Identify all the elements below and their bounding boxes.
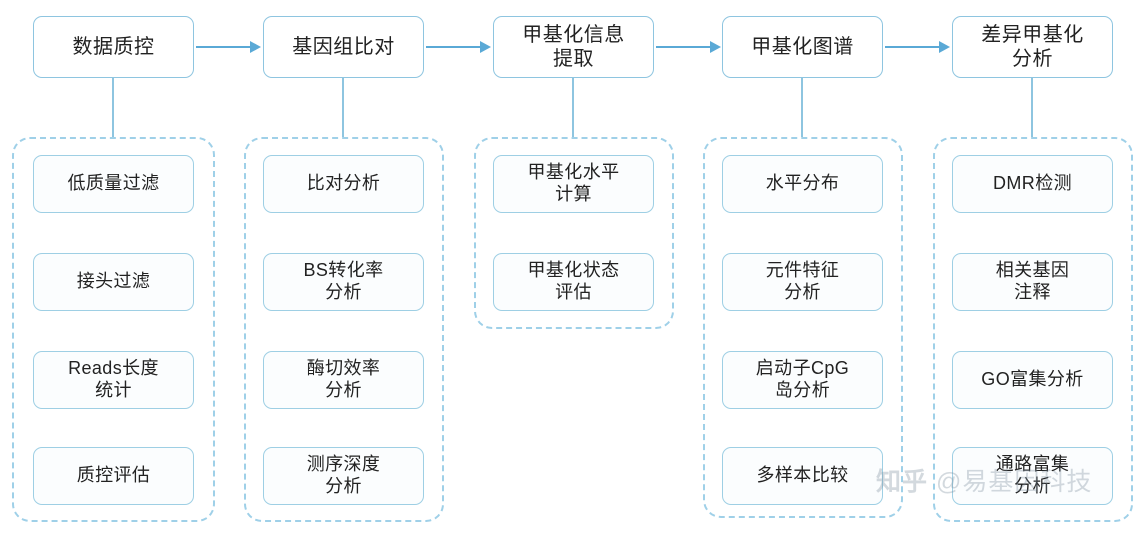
sub-item-1-2[interactable]: 接头过滤 [33,253,194,311]
arrow-stage-3-to-4 [656,41,721,53]
arrow-head [480,41,491,53]
sub-item-2-4[interactable]: 测序深度分析 [263,447,424,505]
sub-item-label: 酶切效率分析 [306,358,381,400]
stage-label: 差异甲基化分析 [981,23,1084,70]
connector-stage-4-to-group-4 [801,78,803,137]
stage-box-1[interactable]: 数据质控 [33,16,194,78]
group-container-5 [933,137,1133,522]
sub-item-1-4[interactable]: 质控评估 [33,447,194,505]
connector-stage-1-to-group-1 [112,78,114,137]
sub-item-label: 多样本比较 [756,465,849,486]
arrow-shaft [656,46,710,48]
sub-item-label: 元件特征分析 [765,260,840,302]
arrow-stage-4-to-5 [885,41,950,53]
stage-box-3[interactable]: 甲基化信息提取 [493,16,654,78]
sub-item-4-2[interactable]: 元件特征分析 [722,253,883,311]
stage-box-4[interactable]: 甲基化图谱 [722,16,883,78]
sub-item-label: GO富集分析 [981,369,1084,390]
sub-item-5-4[interactable]: 通路富集分析 [952,447,1113,505]
sub-item-label: 水平分布 [765,173,840,194]
sub-item-3-1[interactable]: 甲基化水平计算 [493,155,654,213]
arrow-stage-2-to-3 [426,41,491,53]
stage-box-2[interactable]: 基因组比对 [263,16,424,78]
sub-item-label: 接头过滤 [76,271,151,292]
sub-item-label: BS转化率分析 [303,260,384,302]
sub-item-label: DMR检测 [993,173,1072,194]
sub-item-4-1[interactable]: 水平分布 [722,155,883,213]
arrow-shaft [196,46,250,48]
stage-label: 基因组比对 [292,35,395,58]
connector-stage-3-to-group-3 [572,78,574,137]
sub-item-label: 相关基因注释 [995,260,1070,302]
sub-item-label: 甲基化状态评估 [527,260,620,302]
connector-stage-2-to-group-2 [342,78,344,137]
stage-box-5[interactable]: 差异甲基化分析 [952,16,1113,78]
arrow-shaft [426,46,480,48]
sub-item-label: Reads长度统计 [68,358,159,400]
sub-item-5-1[interactable]: DMR检测 [952,155,1113,213]
sub-item-5-3[interactable]: GO富集分析 [952,351,1113,409]
connector-stage-5-to-group-5 [1031,78,1033,137]
sub-item-label: 测序深度分析 [306,454,381,496]
sub-item-2-3[interactable]: 酶切效率分析 [263,351,424,409]
sub-item-5-2[interactable]: 相关基因注释 [952,253,1113,311]
stage-label: 数据质控 [72,35,155,58]
arrow-head [710,41,721,53]
sub-item-label: 比对分析 [306,173,381,194]
stage-label: 甲基化图谱 [751,35,854,58]
sub-item-label: 甲基化水平计算 [527,162,620,204]
arrow-head [939,41,950,53]
sub-item-1-3[interactable]: Reads长度统计 [33,351,194,409]
group-container-2 [244,137,444,522]
sub-item-1-1[interactable]: 低质量过滤 [33,155,194,213]
sub-item-label: 质控评估 [76,465,151,486]
sub-item-label: 低质量过滤 [67,173,160,194]
arrow-stage-1-to-2 [196,41,261,53]
stage-label: 甲基化信息提取 [522,23,625,70]
arrow-head [250,41,261,53]
sub-item-2-2[interactable]: BS转化率分析 [263,253,424,311]
sub-item-label: 通路富集分析 [995,454,1070,496]
group-container-3 [474,137,674,329]
sub-item-2-1[interactable]: 比对分析 [263,155,424,213]
group-container-4 [703,137,903,518]
arrow-shaft [885,46,939,48]
sub-item-3-2[interactable]: 甲基化状态评估 [493,253,654,311]
sub-item-4-4[interactable]: 多样本比较 [722,447,883,505]
group-container-1 [12,137,215,522]
